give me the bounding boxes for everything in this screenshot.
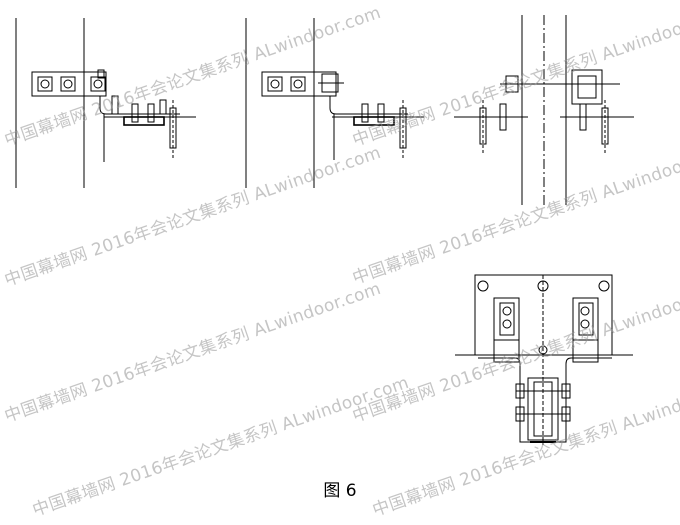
detail-view-2	[245, 18, 424, 188]
figure-caption: 图 6	[323, 481, 357, 501]
detail-view-1	[15, 18, 196, 188]
detail-view-3	[454, 15, 634, 205]
detail-view-4	[455, 274, 633, 445]
